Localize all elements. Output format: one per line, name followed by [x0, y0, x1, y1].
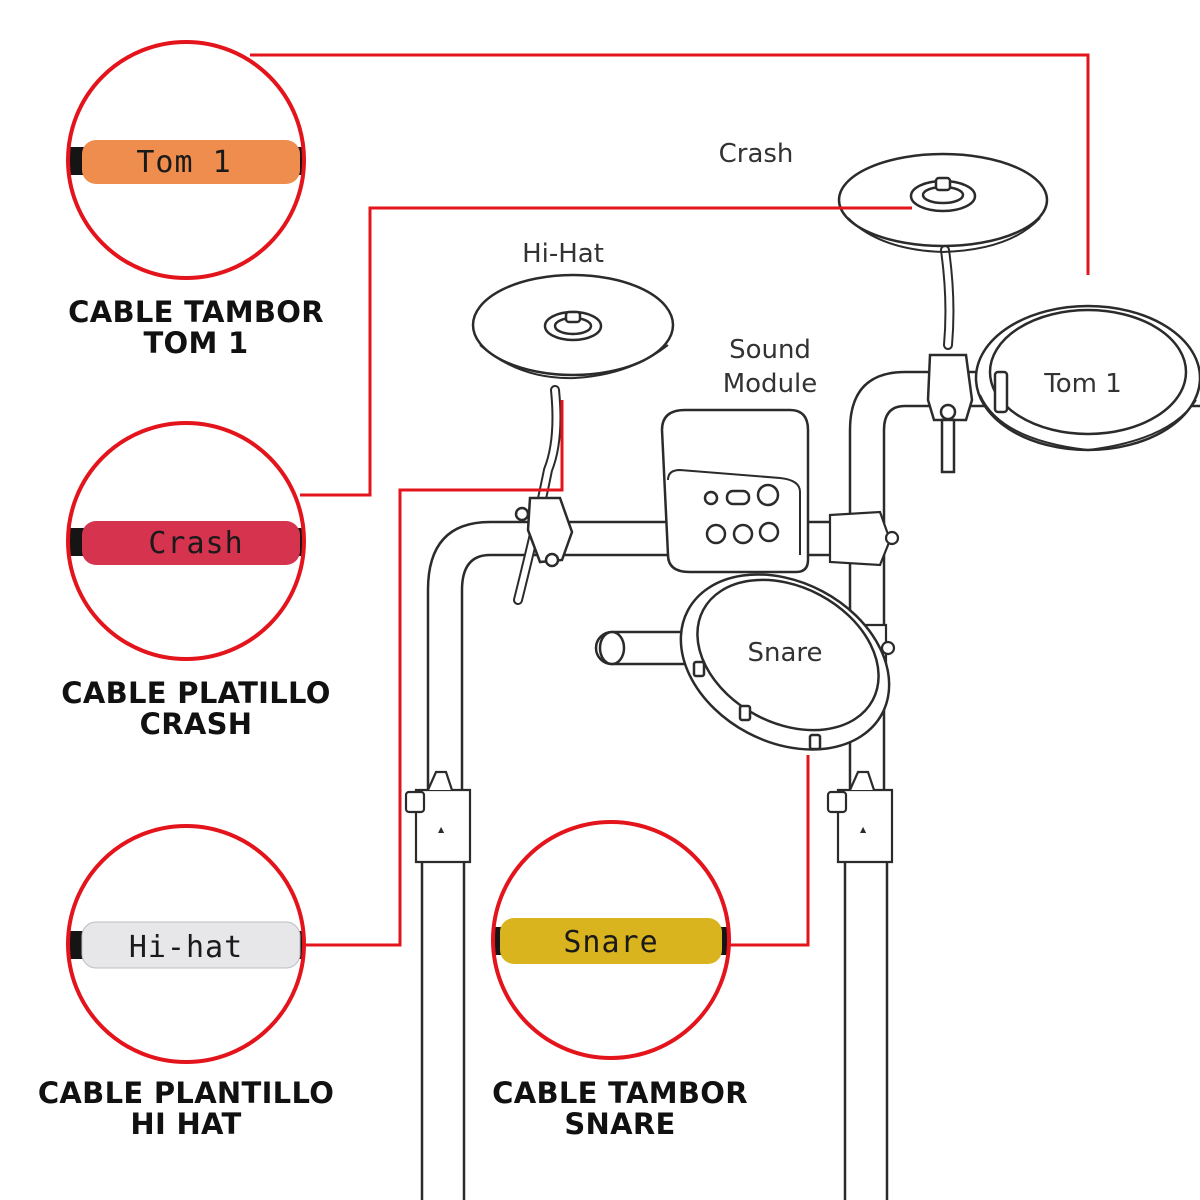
caption-hihat-line1: CABLE PLANTILLO	[37, 1076, 335, 1110]
snare-drum	[679, 573, 891, 751]
callout-tom1: Tom 1	[66, 40, 306, 280]
callout-tom1-ring	[66, 40, 306, 280]
right-upright-upper	[848, 370, 992, 802]
caption-crash-line1: CABLE PLATILLO	[61, 676, 331, 710]
connector-crash	[300, 206, 912, 497]
caption-crash-line2: CRASH	[139, 707, 253, 741]
callout-snare-ring	[491, 820, 731, 1060]
label-hihat: Hi-Hat	[522, 239, 604, 269]
callout-snare: Snare	[491, 820, 731, 1060]
caption-snare-line2: SNARE	[564, 1107, 676, 1141]
sleeve-snare	[500, 918, 722, 964]
module-button-1	[705, 523, 727, 545]
label-module-line1: Sound	[729, 335, 811, 365]
sleeve-tom1	[82, 140, 300, 184]
sleeve-text-tom1: Tom 1	[136, 145, 231, 180]
right-clamp-key	[826, 790, 848, 814]
module-volume-knob	[756, 483, 780, 507]
callout-crash: Crash	[66, 421, 306, 661]
callout-hihat: Hi-hat	[66, 824, 306, 1064]
tom1-pad	[988, 308, 1188, 436]
caption-snare: CABLE TAMBOR SNARE	[460, 1078, 780, 1140]
crossbar-clamp-knob	[884, 530, 900, 546]
sleeve-text-snare: Snare	[563, 925, 658, 960]
sleeve-hihat	[81, 921, 301, 969]
module-button-2	[732, 523, 754, 545]
tom1-drum	[974, 304, 1200, 452]
module-power-button	[703, 490, 719, 506]
label-tom1: Tom 1	[1043, 369, 1122, 399]
connector-tom1	[250, 53, 1090, 275]
module-button-3	[758, 521, 780, 543]
module-display	[725, 489, 751, 506]
sleeve-text-hihat: Hi-hat	[129, 930, 243, 965]
callout-hihat-ring	[66, 824, 306, 1064]
callout-crash-ring	[66, 421, 306, 661]
hihat-clamp	[526, 496, 574, 564]
connector-hihat	[306, 400, 564, 947]
right-clamp-top	[848, 770, 876, 791]
caption-hihat: CABLE PLANTILLO HI HAT	[16, 1078, 356, 1140]
sleeve-crash	[82, 521, 300, 565]
caption-tom1: CABLE TAMBOR TOM 1	[36, 297, 356, 359]
crash-clamp-rod	[940, 418, 956, 474]
sleeve-text-crash: Crash	[148, 526, 243, 561]
caption-hihat-line2: HI HAT	[130, 1107, 242, 1141]
label-crash: Crash	[719, 139, 794, 169]
sound-module	[660, 408, 810, 574]
right-upright-lower	[843, 858, 889, 1200]
connector-snare	[728, 755, 810, 947]
label-module-line2: Module	[723, 369, 818, 399]
crash-cymbal	[837, 152, 1049, 474]
caption-snare-line1: CABLE TAMBOR	[492, 1076, 748, 1110]
left-clamp-key	[404, 790, 426, 814]
caption-tom1-line1: CABLE TAMBOR	[68, 295, 324, 329]
crash-clamp	[926, 353, 974, 422]
connector-lines	[250, 53, 1090, 947]
svg-text:▲: ▲	[438, 825, 445, 834]
hihat-cymbal	[471, 273, 675, 605]
left-upright-lower	[420, 858, 466, 1200]
snare-clamp-knob	[880, 640, 896, 656]
caption-crash: CABLE PLATILLO CRASH	[36, 678, 356, 740]
label-snare: Snare	[747, 638, 822, 668]
crossbar-clamp	[828, 510, 892, 567]
snare-arm-end	[598, 630, 626, 666]
caption-tom1-line2: TOM 1	[143, 326, 249, 360]
snare-pad	[696, 578, 880, 732]
height-clamps: ▲ ▲	[404, 510, 900, 864]
left-clamp-top	[426, 770, 454, 791]
svg-text:▲: ▲	[860, 825, 867, 834]
